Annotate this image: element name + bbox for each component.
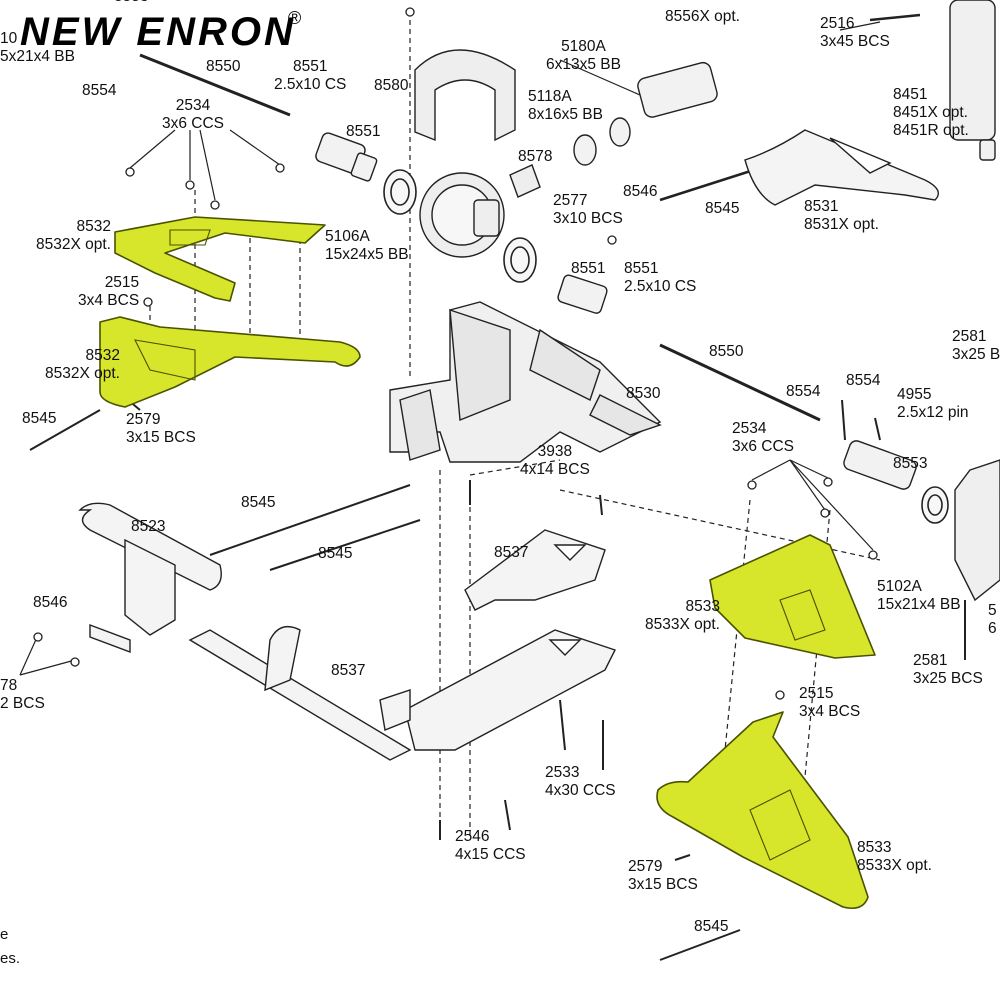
chassis-gearbox (389, 301, 662, 463)
label-8553-b: 8553 (893, 455, 928, 472)
upper-arm-front (744, 129, 939, 206)
label-8537-b: 8537 (331, 662, 366, 679)
label-8554-c: 8554 (846, 372, 881, 389)
label-8545-c: 8545 (241, 494, 276, 511)
label-8546-a: 8546 (623, 183, 658, 200)
label-8554-b: 8554 (786, 383, 821, 400)
drive-shafts (139, 13, 921, 490)
label-8523: 8523 (131, 518, 166, 535)
shock-absorber (949, 0, 996, 161)
label-8530: 8530 (626, 385, 661, 402)
label-8546-b: 8546 (33, 594, 68, 611)
label-8578: 8578 (518, 148, 553, 165)
differential (414, 49, 541, 258)
label-8580: 8580 (374, 77, 409, 94)
part-8532-upper (114, 216, 326, 302)
bearings (383, 169, 949, 524)
screws (33, 7, 878, 700)
label-8545-a: 8545 (705, 200, 740, 217)
label-8556x: 8556X opt. (665, 8, 740, 25)
label-8545-d: 8545 (318, 545, 353, 562)
label-8551-b: 8551 (346, 123, 381, 140)
label-8545-b: 8545 (22, 410, 57, 427)
knuckle-right (954, 459, 1000, 602)
chassis-plates (188, 529, 616, 761)
footnote-line-1: e (0, 926, 9, 943)
label-8545-e: 8545 (694, 918, 729, 935)
label-8550-a: 8550 (206, 58, 241, 75)
rear-bumper (78, 502, 222, 654)
highlight-detail (134, 229, 826, 861)
label-8553-top: 8553 (114, 0, 148, 6)
part-8533-lower (656, 711, 869, 910)
label-8550-b: 8550 (709, 343, 744, 360)
label-8551-c: 8551 (571, 260, 606, 277)
part-8532-lower (99, 316, 361, 408)
label-8537-a: 8537 (494, 544, 529, 561)
part-8533-upper (709, 534, 876, 659)
brand-logo: NEW ENRON (20, 10, 296, 54)
label-8554-a: 8554 (82, 82, 117, 99)
footnote-line-2: es. (0, 950, 21, 967)
highlighted-parts (99, 216, 876, 910)
leader-lines (19, 21, 881, 676)
registered-mark: ® (288, 8, 302, 28)
